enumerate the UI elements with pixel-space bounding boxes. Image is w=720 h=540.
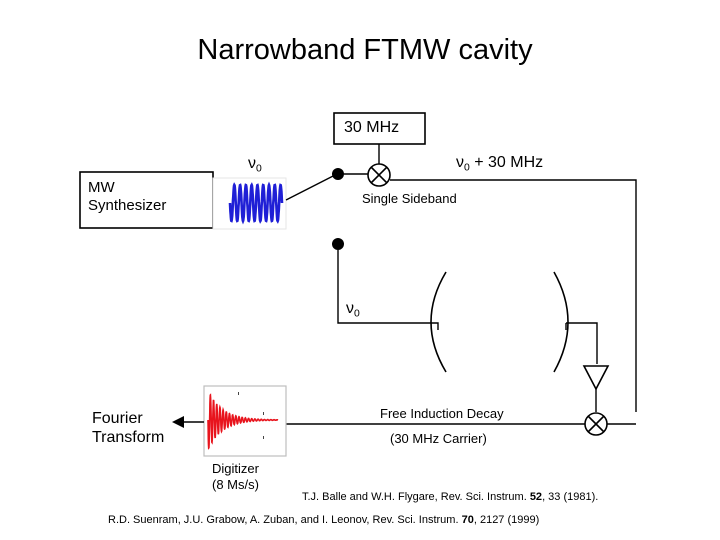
- carrier-label: (30 MHz Carrier): [390, 431, 487, 446]
- nu0-mid-symbol: ν: [346, 300, 354, 317]
- downconversion-mixer: [584, 412, 608, 436]
- nu0-plus-subscript: 0: [464, 162, 470, 174]
- wire-mixer-to-right: [390, 179, 637, 412]
- mw-synthesizer-line2: Synthesizer: [88, 197, 167, 214]
- ref-30mhz-label: 30 MHz: [344, 119, 400, 136]
- mw-synthesizer-label: MW Synthesizer: [88, 179, 166, 215]
- wire-switch-to-cavity: [337, 250, 439, 330]
- reference-2-pages: , 2127 (1999): [473, 514, 540, 526]
- switch-contact-bottom: [332, 238, 344, 250]
- nu0-top-label: ν0: [248, 155, 262, 176]
- reference-2: R.D. Suenram, J.U. Grabow, A. Zuban, and…: [108, 514, 539, 527]
- arrow-head-icon: [172, 416, 184, 428]
- mw-synthesizer-line1: MW: [88, 179, 115, 196]
- cavity-mirror-left: [430, 271, 447, 373]
- fourier-transform-label: Fourier Transform: [92, 409, 164, 447]
- reference-1-pages: , 33 (1981).: [542, 491, 599, 503]
- single-sideband-label: Single Sideband: [362, 191, 457, 206]
- reference-1-volume: 52: [529, 491, 543, 503]
- fourier-line1: Fourier: [92, 410, 143, 427]
- nu0-top-symbol: ν: [248, 155, 256, 172]
- mw-synthesizer-box: [79, 171, 214, 229]
- cw-waveform: [228, 181, 284, 225]
- nu0-mid-label: ν0: [346, 300, 360, 321]
- reference-1: T.J. Balle and W.H. Flygare, Rev. Sci. I…: [302, 491, 598, 504]
- fid-axis-dots: [238, 392, 264, 439]
- cavity-mirror-right: [553, 271, 569, 373]
- amplifier-triangle: [582, 365, 610, 391]
- reference-1-text: T.J. Balle and W.H. Flygare, Rev. Sci. I…: [302, 491, 530, 503]
- fourier-line2: Transform: [92, 429, 165, 447]
- wire-cavity-to-amp: [566, 322, 598, 364]
- nu0-plus-symbol: ν: [456, 154, 464, 171]
- single-sideband-mixer: [367, 163, 391, 187]
- nu0-plus-suffix: + 30 MHz: [469, 154, 544, 171]
- nu0-plus-label: ν0 + 30 MHz: [456, 154, 543, 175]
- free-induction-decay-label: Free Induction Decay: [380, 406, 504, 421]
- digitizer-line2: (8 Ms/s): [212, 476, 259, 492]
- digitizer-line1: Digitizer: [212, 461, 259, 476]
- fid-decay-trace: [207, 393, 279, 450]
- reference-2-text: R.D. Suenram, J.U. Grabow, A. Zuban, and…: [108, 514, 462, 526]
- reference-2-volume: 70: [461, 514, 474, 526]
- diagram-title: Narrowband FTMW cavity: [197, 34, 533, 66]
- nu0-mid-subscript: 0: [354, 308, 360, 320]
- switch-arm: [285, 172, 340, 201]
- nu0-top-subscript: 0: [256, 163, 262, 175]
- digitizer-label: Digitizer (8 Ms/s): [212, 461, 259, 492]
- switch-contact-top: [332, 168, 344, 180]
